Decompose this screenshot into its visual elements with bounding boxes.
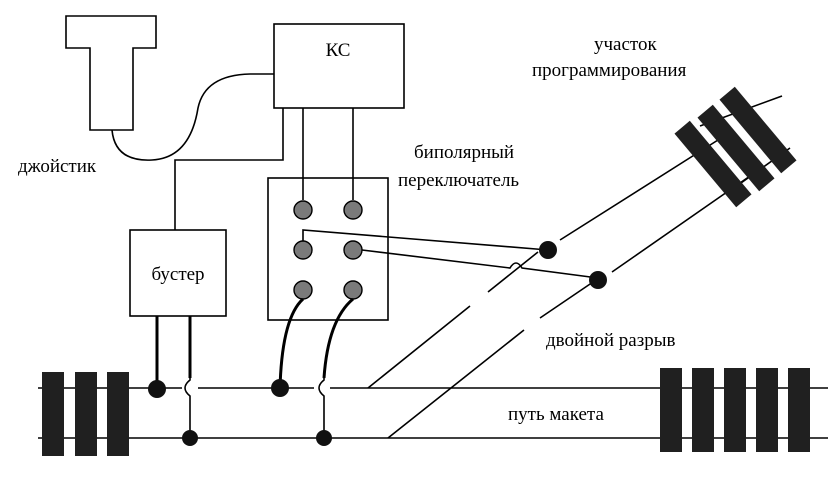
switch-label-line2: переключатель [398, 170, 519, 191]
connection-dot [182, 430, 198, 446]
prog-tie [697, 104, 775, 192]
switch-terminal [293, 280, 313, 300]
switch-track-wire-right [322, 297, 354, 379]
switch-terminal [293, 240, 313, 260]
double-gap-label: двойной разрыв [546, 330, 675, 351]
layout-track-label: путь макета [508, 404, 604, 425]
track-tie [788, 368, 810, 452]
connection-dot [148, 380, 166, 398]
prog-tie [719, 86, 797, 174]
connection-dot [316, 430, 332, 446]
switch-prog-wire-lower [361, 249, 599, 279]
right-ties [660, 368, 810, 452]
ks-booster-wire [174, 108, 284, 230]
booster-box [129, 229, 227, 317]
switch-terminal [343, 200, 363, 220]
prog-label-line2: программирования [532, 60, 687, 81]
track-tie [756, 368, 778, 452]
branch-rail-upper [367, 139, 719, 389]
track-tie [42, 372, 64, 456]
connection-dot [271, 379, 289, 397]
left-ties [42, 372, 129, 456]
track-tie [724, 368, 746, 452]
switch-terminal [293, 200, 313, 220]
prog-ties [674, 86, 797, 208]
prog-connection-dot [539, 241, 557, 259]
prog-connection-dot [589, 271, 607, 289]
joystick-cable [111, 73, 274, 161]
switch-label-line1: биполярный [414, 142, 514, 163]
prog-tie [674, 120, 752, 208]
switch-terminal [343, 280, 363, 300]
ks-label: КС [326, 40, 351, 61]
booster-label: бустер [151, 264, 204, 285]
switch-prog-wire-upper [302, 229, 549, 251]
switch-track-wire-left [278, 297, 305, 389]
joystick-shape [65, 15, 157, 131]
switch-terminal [343, 240, 363, 260]
joystick-label: джойстик [18, 156, 97, 177]
track-tie [692, 368, 714, 452]
wire-hop [184, 378, 191, 438]
track-tie [107, 372, 129, 456]
command-station-box [273, 23, 405, 109]
prog-label-line1: участок [594, 34, 657, 55]
track-tie [660, 368, 682, 452]
wire-hop [318, 378, 325, 438]
track-tie [75, 372, 97, 456]
bipolar-switch-box [267, 177, 389, 321]
